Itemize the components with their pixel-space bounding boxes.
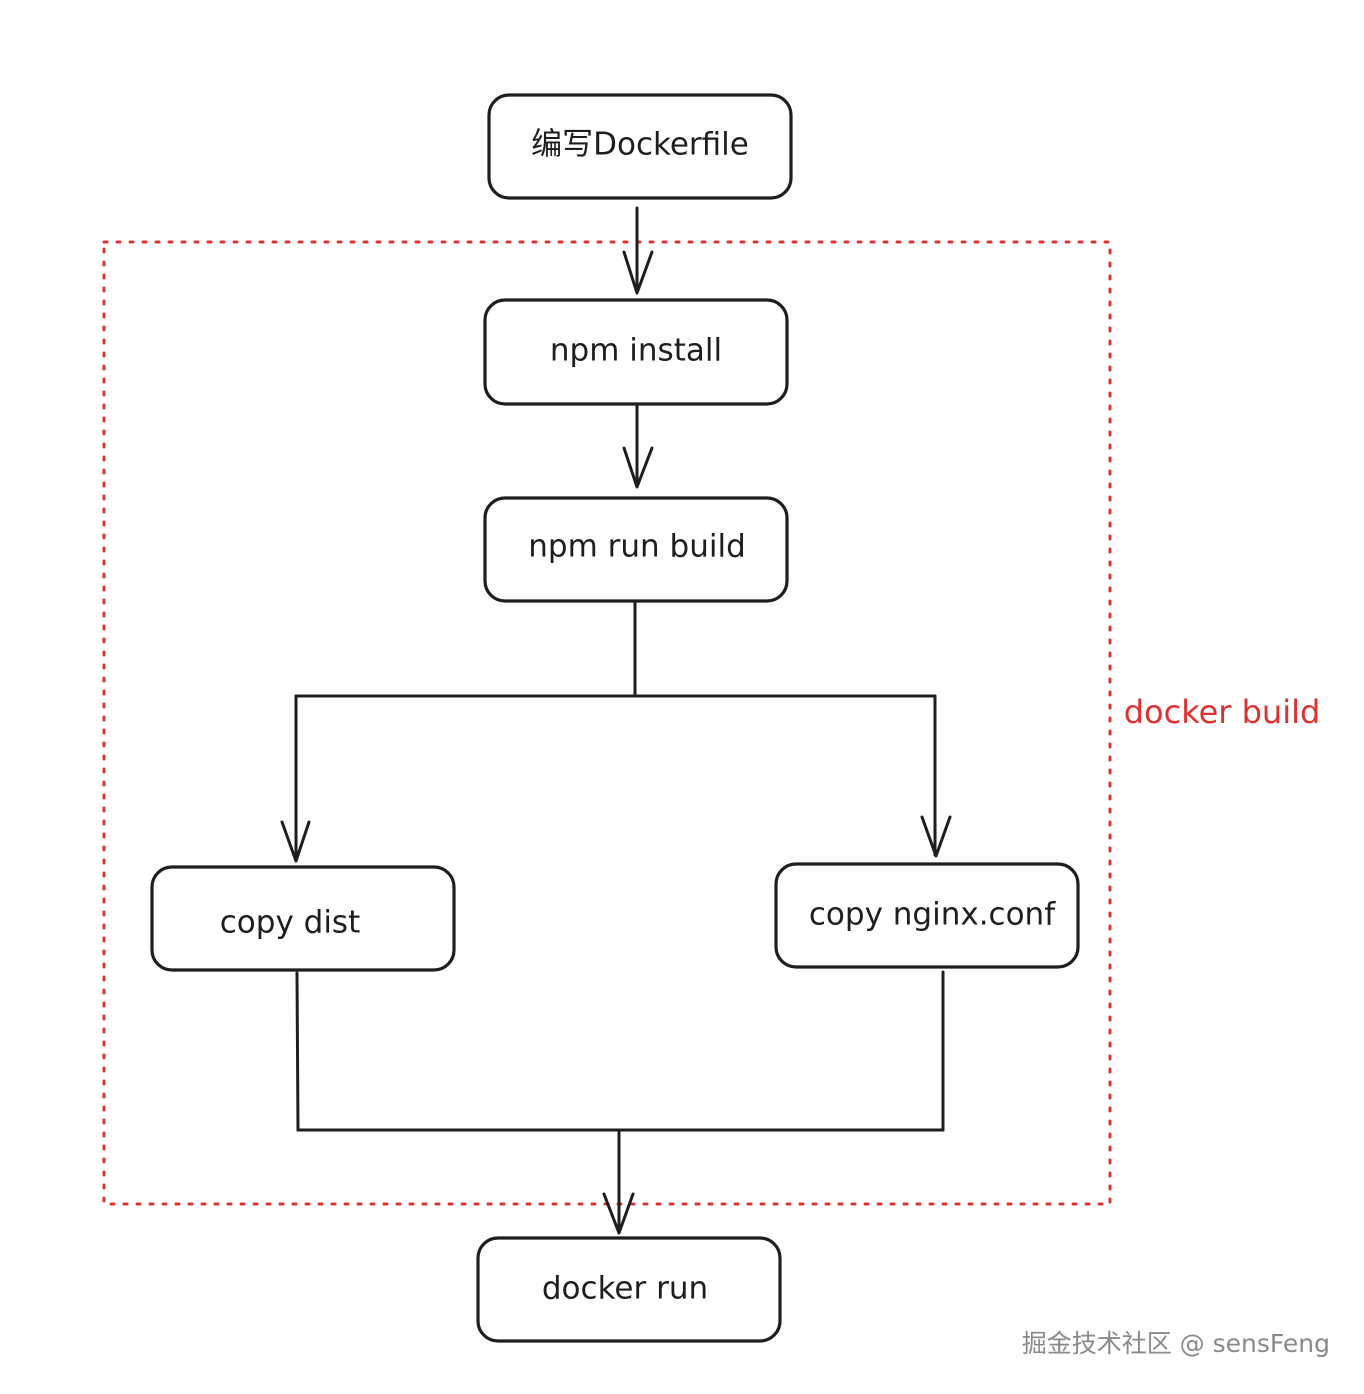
arrowhead-to-copy-dist [280,820,311,863]
node-write-dockerfile: 编写Dockerfile [487,93,793,200]
node-npm-run-build: npm run build [483,496,789,603]
node-copy-nginx-conf-label: copy nginx.conf [809,897,1056,933]
node-write-dockerfile-label: 编写Dockerfile [531,127,749,163]
edge-npm-install-to-npm-run-build [622,404,654,489]
node-npm-install: npm install [483,298,789,406]
node-copy-nginx-conf: copy nginx.conf [774,862,1080,969]
arrowhead-to-copy-nginx-conf [920,815,952,858]
node-docker-run-label: docker run [542,1271,708,1307]
edge-dockerfile-to-npm-install [622,206,654,295]
node-npm-install-label: npm install [550,333,722,369]
node-copy-dist-label: copy dist [220,905,360,941]
edge-npm-run-build-split [280,600,952,863]
node-copy-dist: copy dist [150,865,456,972]
edge-merge-to-docker-run [295,970,945,1235]
watermark-text: 掘金技术社区 @ sensFeng [1022,1329,1330,1358]
node-npm-run-build-label: npm run build [528,529,746,565]
node-docker-run: docker run [476,1236,782,1343]
docker-build-group-label: docker build [1124,693,1321,731]
